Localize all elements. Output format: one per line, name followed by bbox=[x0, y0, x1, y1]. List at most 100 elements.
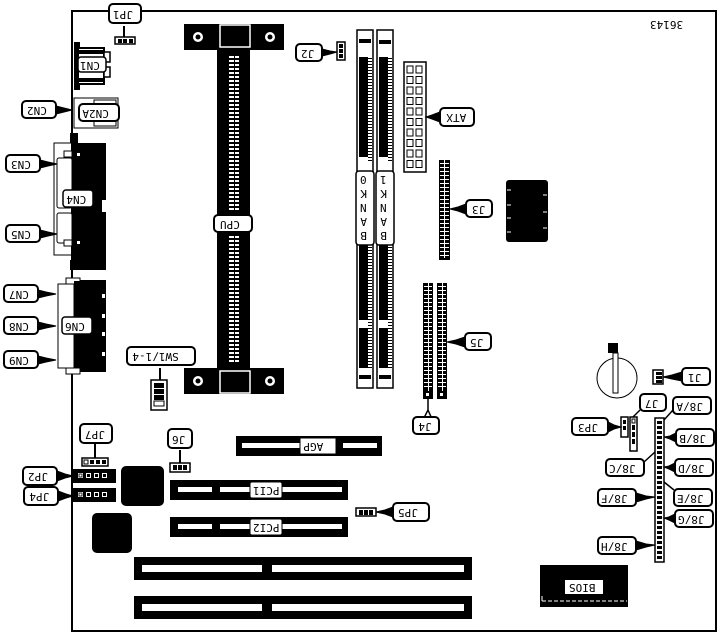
cpu-pin bbox=[235, 80, 239, 82]
dimm-pin bbox=[388, 313, 392, 314]
cpu-pin bbox=[229, 120, 234, 122]
dimm-pin bbox=[368, 307, 372, 308]
svg-text:CN3: CN3 bbox=[11, 158, 31, 171]
svg-text:JP2: JP2 bbox=[28, 470, 48, 483]
cpu-pin bbox=[235, 56, 239, 58]
cpu-pin bbox=[235, 92, 239, 94]
j8e-label: J8/E bbox=[663, 481, 713, 507]
isa2-slot bbox=[134, 596, 472, 619]
dimm-pin bbox=[368, 337, 372, 338]
j8-pin bbox=[657, 471, 662, 474]
cpu-pin bbox=[235, 68, 239, 70]
atx-pin bbox=[406, 128, 414, 137]
cpu-pin bbox=[229, 148, 234, 150]
dimm-pin bbox=[368, 73, 372, 74]
atx-pin bbox=[406, 97, 414, 105]
cpu-pin bbox=[235, 288, 239, 290]
dimm-pin bbox=[368, 136, 372, 137]
svg-text:CN4: CN4 bbox=[66, 193, 86, 206]
cpu-pin bbox=[235, 88, 239, 90]
dimm-pin bbox=[368, 157, 372, 158]
svg-text:J1: J1 bbox=[688, 371, 701, 384]
svg-text:A: A bbox=[380, 215, 387, 228]
svg-text:JP4: JP4 bbox=[29, 490, 49, 503]
cpu-pin bbox=[229, 188, 234, 190]
dimm-pin bbox=[368, 364, 372, 365]
svg-text:CN1: CN1 bbox=[80, 59, 100, 72]
dimm-pin bbox=[368, 256, 372, 257]
jp5-label: JP5 bbox=[375, 502, 430, 522]
dimm-pin bbox=[368, 283, 372, 284]
svg-text:J8/H: J8/H bbox=[601, 540, 628, 553]
svg-text:N: N bbox=[360, 201, 367, 214]
cpu-pin bbox=[235, 124, 239, 126]
dimm-pin bbox=[388, 82, 392, 83]
j8c-label: J8/C bbox=[605, 451, 656, 477]
super-io-chip bbox=[121, 466, 164, 506]
cpu-pin bbox=[235, 356, 239, 358]
audio-chip bbox=[92, 513, 132, 553]
j8-front-panel-header bbox=[654, 417, 665, 563]
cpu-pin bbox=[229, 264, 234, 266]
svg-text:J8/E: J8/E bbox=[677, 492, 704, 505]
cpu-pin bbox=[229, 304, 234, 306]
atx-pin bbox=[406, 118, 414, 126]
dimm-pin bbox=[388, 364, 392, 365]
dimm-pin bbox=[388, 154, 392, 155]
cpu-pin bbox=[229, 332, 234, 334]
cpu-pin bbox=[235, 264, 239, 266]
cpu-pin bbox=[235, 104, 239, 106]
dimm-pin bbox=[388, 331, 392, 332]
dimm-pin bbox=[368, 268, 372, 269]
dimm-pin bbox=[388, 346, 392, 347]
dimm-pin bbox=[388, 319, 392, 320]
dimm-pin bbox=[388, 61, 392, 62]
cpu-pin bbox=[235, 244, 239, 246]
dimm-pin bbox=[368, 127, 372, 128]
dimm-pin bbox=[368, 145, 372, 146]
dimm-pin bbox=[368, 130, 372, 131]
svg-text:K: K bbox=[380, 187, 387, 200]
dimm-pin bbox=[368, 112, 372, 113]
cpu-pin bbox=[235, 76, 239, 78]
j7-header bbox=[629, 409, 641, 452]
cpu-pin bbox=[235, 320, 239, 322]
dimm-pin bbox=[388, 325, 392, 326]
dimm-pin bbox=[388, 298, 392, 299]
svg-text:CN2A: CN2A bbox=[82, 107, 109, 120]
j1-header bbox=[652, 369, 664, 385]
svg-text:CN6: CN6 bbox=[65, 320, 85, 333]
dimm-pin bbox=[388, 148, 392, 149]
dimm-pin bbox=[388, 355, 392, 356]
atx-pin bbox=[415, 118, 423, 126]
j8-pin bbox=[657, 481, 662, 484]
dimm-pin bbox=[368, 82, 372, 83]
svg-text:J8/F: J8/F bbox=[601, 492, 628, 505]
dimm-pin bbox=[388, 73, 392, 74]
dimm-pin bbox=[388, 250, 392, 251]
cpu-pin bbox=[235, 328, 239, 330]
dimm-pin bbox=[388, 76, 392, 77]
svg-text:J3: J3 bbox=[472, 203, 485, 216]
cpu-pin bbox=[235, 148, 239, 150]
j3-header bbox=[439, 160, 450, 260]
cpu-pin bbox=[229, 164, 234, 166]
dimm-pin bbox=[368, 109, 372, 110]
svg-text:J5: J5 bbox=[470, 336, 483, 349]
atx-pin bbox=[415, 160, 423, 168]
dimm-pin bbox=[368, 67, 372, 68]
bios-chip: BIOS bbox=[540, 565, 628, 607]
cpu-pin bbox=[229, 352, 234, 354]
cpu-pin bbox=[229, 256, 234, 258]
dimm-pin bbox=[388, 112, 392, 113]
cpu-pin bbox=[235, 196, 239, 198]
cpu-pin bbox=[229, 248, 234, 250]
svg-text:AGP: AGP bbox=[303, 440, 323, 453]
cpu-pin bbox=[229, 308, 234, 310]
dimm-pin bbox=[388, 289, 392, 290]
cpu-pin bbox=[229, 236, 234, 238]
cpu-pin bbox=[229, 68, 234, 70]
svg-text:CN9: CN9 bbox=[9, 354, 29, 367]
j3-label: J3 bbox=[449, 199, 493, 218]
atx-pin bbox=[415, 97, 423, 105]
